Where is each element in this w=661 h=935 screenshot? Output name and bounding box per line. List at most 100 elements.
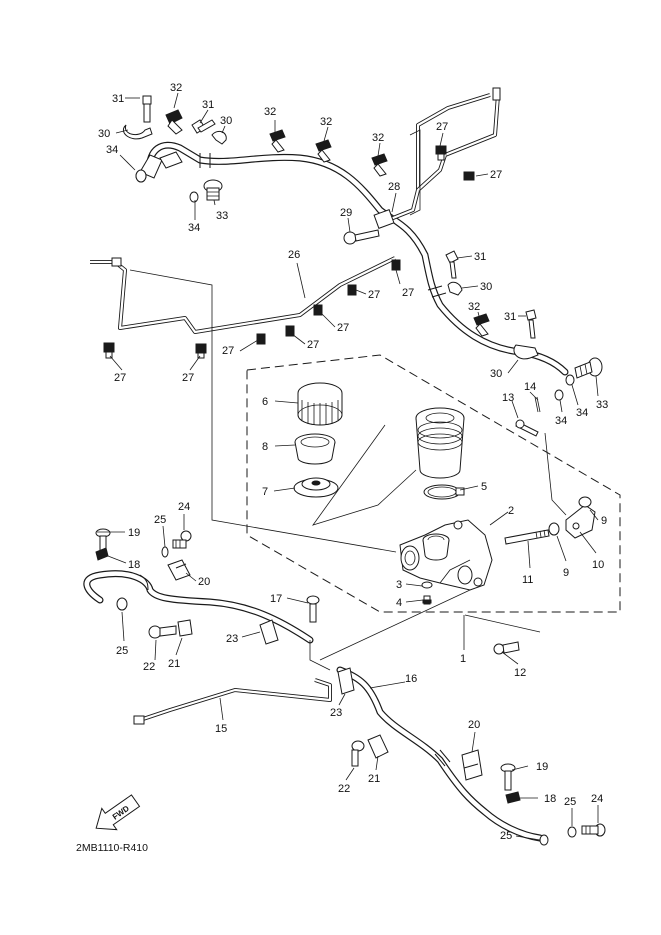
callout-27: 27 [114, 372, 126, 384]
callout-8: 8 [262, 441, 268, 453]
callout-9: 9 [563, 567, 569, 579]
washer-25-d [539, 834, 549, 846]
callout-27: 27 [490, 169, 502, 181]
callout-13: 13 [502, 392, 514, 404]
callout-12: 12 [514, 667, 526, 679]
bolt-22-a [148, 625, 177, 639]
bleed-screw [421, 581, 433, 605]
callout-34: 34 [188, 222, 200, 234]
callout-5: 5 [481, 481, 487, 493]
callout-33: 33 [216, 210, 228, 222]
washer-25-a [161, 546, 169, 558]
callout-23: 23 [226, 633, 238, 645]
holder-27-c [347, 284, 357, 296]
washer-25-b [116, 597, 128, 611]
fwd-direction-arrow: FWD [95, 794, 141, 831]
callout-29: 29 [340, 207, 352, 219]
bracket-18-b [505, 791, 521, 804]
clamp-30-c [447, 281, 463, 296]
callout-9: 9 [601, 515, 607, 527]
callout-17: 17 [270, 593, 282, 605]
callout-16: 16 [405, 673, 417, 685]
clip-32-d [371, 153, 388, 177]
callout-32: 32 [264, 106, 276, 118]
callout-labels: 31 32 31 30 30 34 33 34 32 32 32 27 27 2… [98, 82, 608, 842]
callout-4: 4 [396, 597, 402, 609]
callout-3: 3 [396, 579, 402, 591]
callout-32: 32 [468, 301, 480, 313]
clevis-nut [578, 496, 592, 508]
callout-25: 25 [154, 514, 166, 526]
callout-28: 28 [388, 181, 400, 193]
reservoir-cap [297, 382, 343, 426]
master-cylinder-body [399, 519, 493, 591]
callout-15: 15 [215, 723, 227, 735]
clamp-30-a [122, 124, 153, 140]
callout-31: 31 [474, 251, 486, 263]
callout-31: 31 [202, 99, 214, 111]
callout-32: 32 [372, 132, 384, 144]
bolt-17 [306, 595, 320, 623]
callout-20: 20 [468, 719, 480, 731]
callout-34: 34 [555, 415, 567, 427]
bolt-12 [493, 641, 520, 655]
washer-25-c [567, 826, 577, 838]
callout-32: 32 [320, 116, 332, 128]
brake-pipe-26 [90, 256, 396, 334]
callout-25: 25 [564, 796, 576, 808]
bolt-31-a [142, 95, 152, 123]
callout-30: 30 [220, 115, 232, 127]
callout-30: 30 [490, 368, 502, 380]
bolt-31-c [445, 250, 459, 279]
washer-34-b [189, 191, 199, 203]
callout-23: 23 [330, 707, 342, 719]
clip-21-a [177, 619, 193, 637]
clip-21-b [367, 734, 389, 759]
callout-30: 30 [98, 128, 110, 140]
holder-27-a [435, 145, 447, 161]
callout-11: 11 [522, 574, 533, 586]
callout-31: 31 [504, 311, 516, 323]
bolt-31-d [525, 309, 537, 339]
clip-32-b [269, 129, 286, 153]
bolt-31-b [191, 119, 216, 134]
callout-6: 6 [262, 396, 268, 408]
callout-25: 25 [500, 830, 512, 842]
fluid-reservoir [415, 407, 465, 479]
bracket-20-a [167, 559, 191, 581]
callout-33: 33 [596, 399, 608, 411]
brake-pipe-15 [133, 678, 332, 725]
callout-20: 20 [198, 576, 210, 588]
union-bolt-33-b [574, 357, 603, 379]
callout-7: 7 [262, 486, 268, 498]
hose-clamp [423, 484, 465, 500]
clip-32-c [315, 139, 332, 163]
callout-34: 34 [576, 407, 588, 419]
callout-19: 19 [128, 527, 140, 539]
callout-27: 27 [402, 287, 414, 299]
callout-30: 30 [480, 281, 492, 293]
clamp-30-d [513, 344, 539, 360]
clip-32-e [473, 313, 490, 337]
callout-24: 24 [178, 501, 190, 513]
callout-34: 34 [106, 144, 118, 156]
callout-18: 18 [544, 793, 556, 805]
callout-31: 31 [112, 93, 124, 105]
drawing-code: 2MB1110-R410 [76, 842, 148, 854]
holder-27-d [391, 259, 401, 271]
holder-27-i [195, 343, 207, 359]
callout-19: 19 [536, 761, 548, 773]
bolt-24-a [172, 530, 192, 549]
holder-27-g [256, 333, 266, 345]
front-brake-hose [83, 570, 314, 644]
bracket-23-a [259, 619, 279, 645]
bolt-19-a [95, 528, 111, 553]
holder-27-b [463, 171, 475, 181]
holder-27-h [103, 342, 115, 359]
diaphragm-plate [293, 477, 339, 498]
bracket-23-b [337, 667, 355, 695]
clamp-30-b [211, 130, 227, 145]
callout-18: 18 [128, 559, 140, 571]
callout-21: 21 [168, 658, 180, 670]
